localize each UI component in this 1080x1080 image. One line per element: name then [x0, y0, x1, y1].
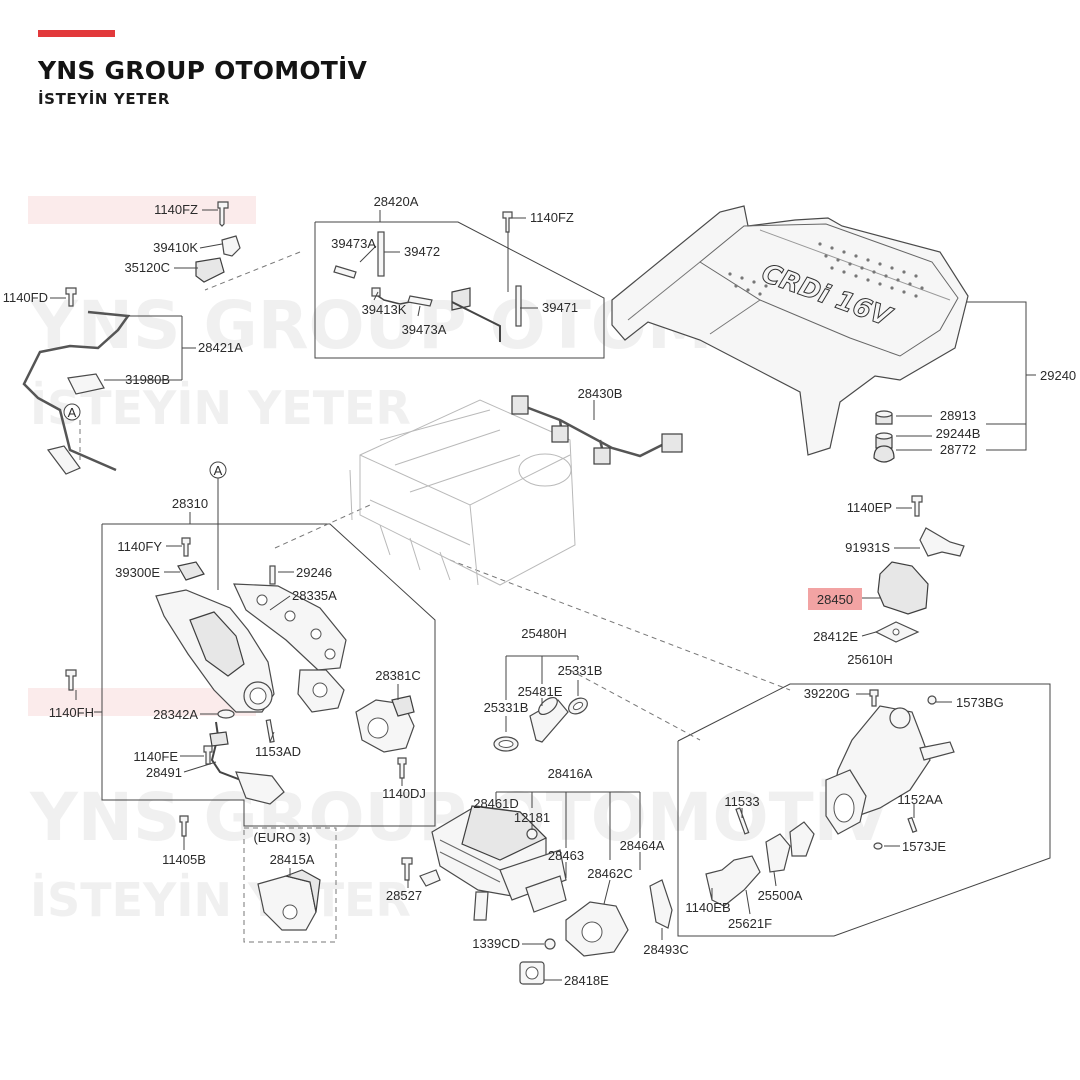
label-25610H: 25610H	[847, 652, 893, 667]
engine-block	[349, 399, 576, 586]
parts-upper-left	[22, 201, 241, 475]
label-25331B-2: 25331B	[558, 663, 603, 678]
label-28913: 28913	[940, 408, 976, 423]
parts-euro3	[257, 869, 321, 931]
parts-vacuum-group	[333, 211, 522, 342]
label-35120C: 35120C	[124, 260, 170, 275]
label-28412E: 28412E	[813, 629, 858, 644]
label-39473A-2: 39473A	[402, 322, 447, 337]
label-39472: 39472	[404, 244, 440, 259]
label-28772: 28772	[940, 442, 976, 457]
label-1140EP: 1140EP	[847, 500, 892, 515]
label-1152AA: 1152AA	[897, 792, 943, 807]
label-31980B: 31980B	[125, 372, 170, 387]
parts-exhaust-manifold	[65, 537, 415, 837]
label-1140EB: 1140EB	[685, 900, 730, 915]
label-29244B: 29244B	[936, 426, 981, 441]
label-29246: 29246	[296, 565, 332, 580]
label-28310: 28310	[172, 496, 208, 511]
label-A-1: A	[68, 405, 77, 420]
label-1140FY: 1140FY	[117, 539, 162, 554]
label-39220G: 39220G	[804, 686, 850, 701]
label-28418E: 28418E	[564, 973, 609, 988]
label-25481E: 25481E	[518, 684, 563, 699]
label-39410K: 39410K	[153, 240, 198, 255]
label-28430B: 28430B	[578, 386, 623, 401]
label-25331B-1: 25331B	[484, 700, 529, 715]
label-28491: 28491	[146, 765, 182, 780]
label-28415A: 28415A	[270, 852, 315, 867]
label-1339CD: 1339CD	[472, 936, 520, 951]
label-1140FE: 1140FE	[133, 749, 178, 764]
label-28527: 28527	[386, 888, 422, 903]
reference-markers	[63, 403, 227, 590]
wiring-harness	[511, 395, 683, 465]
label-1153AD: 1153AD	[255, 744, 301, 759]
callout-labels: 1140FZ 39410K 35120C 1140FD 28421A 31980…	[3, 194, 1076, 988]
label-28416A: 28416A	[548, 766, 593, 781]
label-28421A: 28421A	[198, 340, 243, 355]
label-25500A: 25500A	[758, 888, 803, 903]
label-28461D: 28461D	[473, 796, 519, 811]
label-1140DJ: 1140DJ	[382, 786, 426, 801]
brand-accent-bar	[38, 30, 115, 37]
label-28463: 28463	[548, 848, 584, 863]
label-11533: 11533	[724, 794, 759, 809]
parts-hose-group	[493, 696, 588, 752]
label-28464A: 28464A	[620, 838, 665, 853]
label-28335A: 28335A	[292, 588, 337, 603]
label-1573JE: 1573JE	[902, 839, 946, 854]
label-12181: 12181	[514, 810, 550, 825]
label-1140FH: 1140FH	[49, 705, 94, 720]
label-28381C: 28381C	[375, 668, 421, 683]
label-A-2: A	[214, 463, 223, 478]
label-39473A-1: 39473A	[331, 236, 376, 251]
parts-coolant-outlet	[705, 689, 955, 907]
label-29240: 29240	[1040, 368, 1076, 383]
label-28420A: 28420A	[374, 194, 419, 209]
label-28493C: 28493C	[643, 942, 689, 957]
label-1573BG: 1573BG	[956, 695, 1004, 710]
watermark-slogan-bottom: İSTEYİN YETER	[30, 873, 411, 927]
label-28462C: 28462C	[587, 866, 633, 881]
brand-name: YNS GROUP OTOMOTİV	[38, 56, 368, 85]
label-11405B: 11405B	[162, 852, 206, 867]
parts-upper-right	[874, 495, 965, 643]
parts-egr-cooler	[401, 805, 673, 985]
label-39413K: 39413K	[362, 302, 407, 317]
label-28450: 28450	[817, 592, 853, 607]
leader-lines	[50, 209, 1036, 981]
label-25621F: 25621F	[728, 916, 772, 931]
label-1140FZ-top: 1140FZ	[154, 202, 198, 217]
brand-slogan: İSTEYİN YETER	[38, 90, 171, 108]
label-91931S: 91931S	[845, 540, 890, 555]
label-euro3: (EURO 3)	[253, 830, 310, 845]
engine-cover: CRDi 16V	[611, 205, 969, 463]
label-1140FD: 1140FD	[3, 290, 48, 305]
group-frames	[79, 221, 1051, 943]
label-39471: 39471	[542, 300, 578, 315]
label-25480H: 25480H	[521, 626, 567, 641]
label-1140FZ-mid: 1140FZ	[530, 210, 574, 225]
label-39300E: 39300E	[115, 565, 160, 580]
label-28342A: 28342A	[153, 707, 198, 722]
highlight-28450	[808, 588, 862, 610]
